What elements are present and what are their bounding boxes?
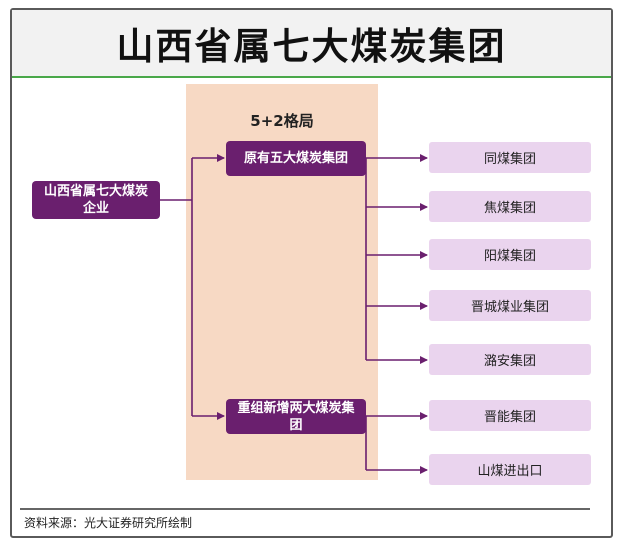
leaf-node: 晋能集团 bbox=[429, 400, 591, 431]
root-node: 山西省属七大煤炭企业 bbox=[32, 181, 160, 219]
branch-node-b: 重组新增两大煤炭集团 bbox=[226, 399, 366, 434]
leaf-node: 焦煤集团 bbox=[429, 191, 591, 222]
leaf-node: 晋城煤业集团 bbox=[429, 290, 591, 321]
source-divider bbox=[20, 508, 590, 510]
leaf-node: 潞安集团 bbox=[429, 344, 591, 375]
branch-node-a: 原有五大煤炭集团 bbox=[226, 141, 366, 176]
group-label: 5+2格局 bbox=[250, 112, 314, 130]
title-bar: 山西省属七大煤炭集团 bbox=[12, 10, 611, 78]
source-note: 资料来源：光大证券研究所绘制 bbox=[24, 516, 193, 530]
page-title: 山西省属七大煤炭集团 bbox=[116, 25, 507, 68]
leaf-node: 山煤进出口 bbox=[429, 454, 591, 485]
leaf-node: 同煤集团 bbox=[429, 142, 591, 173]
leaf-node: 阳煤集团 bbox=[429, 239, 591, 270]
